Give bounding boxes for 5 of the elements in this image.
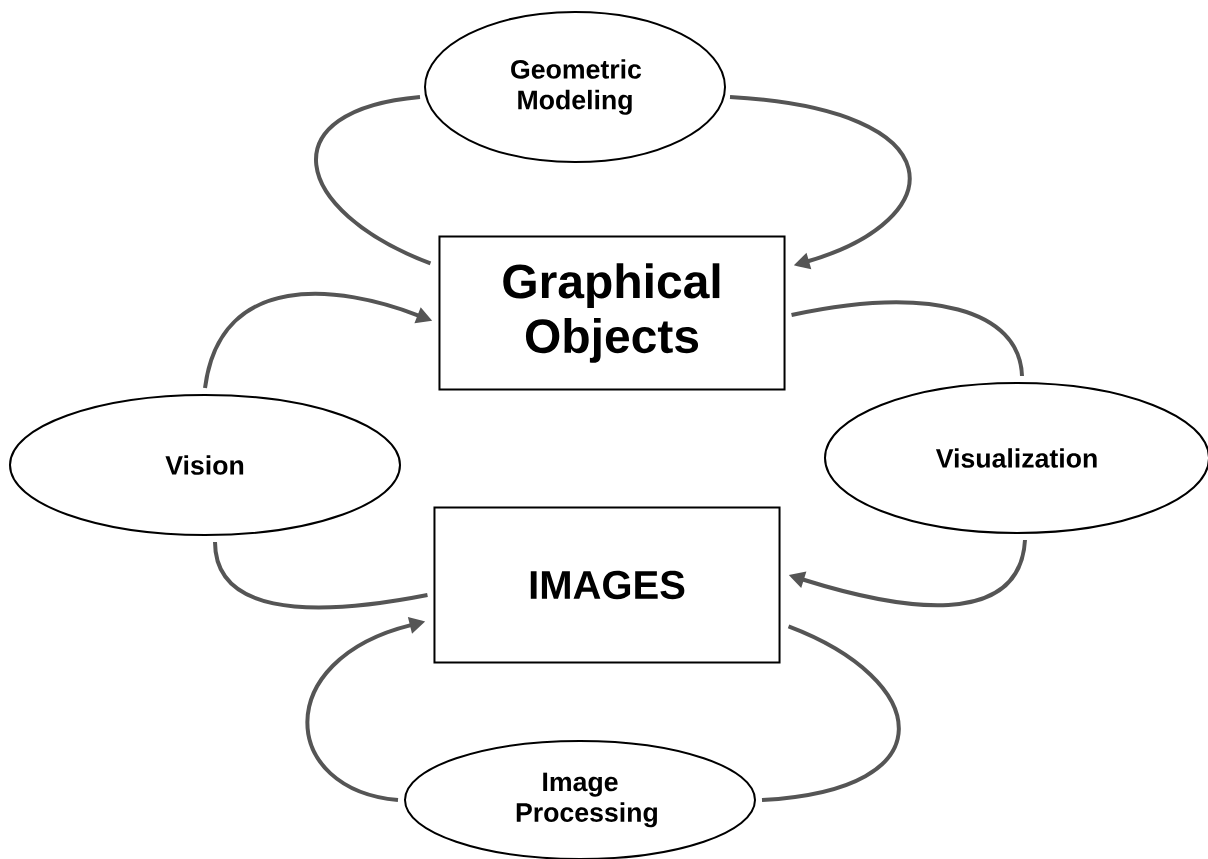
ellipse-node: Vision xyxy=(9,394,401,536)
box-node: Graphical Objects xyxy=(438,235,786,391)
ellipse-node: Geometric Modeling xyxy=(424,11,726,163)
box-node: IMAGES xyxy=(433,506,781,664)
curved-arrow xyxy=(729,95,911,270)
